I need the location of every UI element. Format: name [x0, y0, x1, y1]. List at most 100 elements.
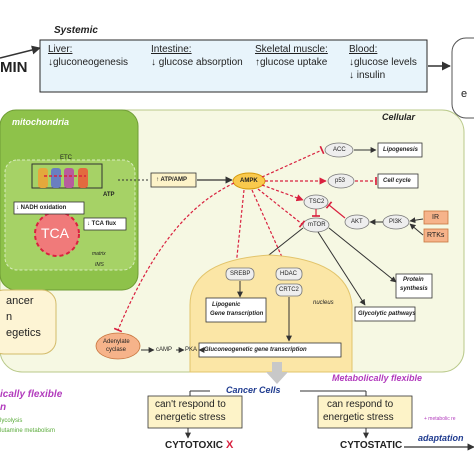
- etc-complex-1: [38, 168, 48, 188]
- mtor-to-glycolytic-arrow: [317, 231, 366, 306]
- metab-flexible-left-2: n: [0, 402, 7, 413]
- glycolytic-box: [354, 306, 416, 322]
- blood-effect-2: ↓ insulin: [349, 70, 386, 81]
- akt-node: [344, 214, 370, 230]
- akt-to-tsc2-inhibit: [325, 201, 346, 219]
- akt-label: AKT: [351, 219, 363, 225]
- cell-cycle-box: [377, 173, 419, 189]
- left-small-1: lycolysis: [0, 418, 23, 424]
- acc-label: ACC: [333, 147, 346, 153]
- ampk-to-mtor-inhibit: [257, 188, 306, 228]
- left-small-2: lutamine metabolism: [0, 428, 56, 434]
- nadh-label: ↓ NADH oxidation: [16, 205, 67, 211]
- cytotoxic-label: CYTOTOXIC: [165, 440, 223, 451]
- down-arrow-head: [266, 372, 288, 384]
- liver-label: Liver:: [48, 44, 73, 55]
- pka-label: PKA: [185, 347, 198, 353]
- can-respond-line-2: energetic stress: [323, 412, 394, 423]
- right-outcome-box-partial: [451, 37, 474, 119]
- tca-label: TCA: [41, 225, 69, 241]
- intestine-effect: ↓ glucose absorption: [151, 57, 243, 68]
- can-respond-line-1: can respond to: [327, 399, 394, 410]
- gluconeogenic-label: Gluconeogenetic gene transcription: [204, 347, 307, 353]
- p53-label: p53: [335, 178, 346, 184]
- lipogenic-label-1: Lipogenic: [212, 302, 241, 308]
- metabolic-fragment: + metabolic re: [424, 416, 456, 422]
- cell-cycle-label: Cell cycle: [383, 178, 411, 184]
- systemic-title: Systemic: [54, 25, 98, 36]
- systemic-box: [39, 39, 428, 93]
- can-respond-box: [317, 395, 413, 429]
- srebp-node: [225, 267, 255, 281]
- atp-label: ATP: [103, 192, 115, 198]
- blood-label: Blood:: [349, 44, 378, 55]
- liver-effect: ↓gluconeogenesis: [48, 57, 129, 68]
- adenylate-label-2: cyclase: [106, 347, 127, 353]
- down-arrow-body: [272, 362, 282, 372]
- protein-label-1: Protein: [403, 277, 424, 283]
- lipogenesis-box: [377, 142, 423, 158]
- left-title: MIN: [0, 59, 28, 76]
- hdac-node: [275, 267, 303, 281]
- cytotoxic-x-mark: X: [226, 439, 234, 451]
- etc-complex-2: [51, 168, 61, 188]
- adaptation-label: adaptation: [418, 433, 464, 443]
- cancer-cells-label: Cancer Cells: [226, 385, 281, 395]
- srebp-label: SREBP: [230, 271, 251, 277]
- lipogenesis-label: Lipogenesis: [383, 147, 419, 153]
- left-box-line-2: n: [6, 311, 13, 323]
- intestine-label: Intestine:: [151, 44, 192, 55]
- ampk-label: AMPK: [240, 178, 258, 184]
- glycolytic-label: Glycolytic pathways: [358, 311, 416, 317]
- crtc2-node: [275, 283, 303, 297]
- lipogenic-label-2: Gene transcription: [210, 311, 264, 317]
- left-box-line-1: ancer: [6, 295, 34, 307]
- cant-respond-line-2: energetic stress: [155, 412, 226, 423]
- etc-label: ETC: [60, 155, 72, 161]
- atp-amp-label: ↑ ATP/AMP: [156, 177, 187, 183]
- etc-complex-3: [64, 168, 74, 188]
- atp-amp-box: [150, 172, 197, 188]
- adenylate-label-1: Adenylate: [103, 339, 130, 345]
- lipogenic-box: [205, 297, 267, 323]
- ampk-to-tsc2-arrow: [261, 184, 304, 202]
- ampk-to-acc-inhibit: [261, 145, 325, 178]
- tca-cycle: [34, 211, 80, 257]
- crtc2-label: CRTC2: [279, 287, 299, 293]
- metab-flexible-label: Metabolically flexible: [332, 373, 423, 383]
- ampk-to-hdac-inhibit: [251, 189, 291, 269]
- mtor-label: mTOR: [308, 222, 326, 228]
- left-cancer-box: [0, 289, 57, 355]
- ir-to-pi3k-arrow: [409, 217, 424, 224]
- rtks-label: RTKs: [427, 232, 445, 239]
- rtks-box: [423, 228, 449, 243]
- camp-label: cAMP: [156, 347, 173, 353]
- metab-flexible-left-1: ically flexible: [0, 389, 63, 400]
- acc-node: [324, 142, 354, 158]
- systemic-right-fragment: e: [461, 88, 468, 100]
- ampk-to-srebp-inhibit: [231, 189, 245, 268]
- nucleus-label: nucleus: [313, 300, 334, 306]
- muscle-effect: ↑glucose uptake: [255, 57, 328, 68]
- ir-label: IR: [432, 214, 439, 221]
- adenylate-cyclase-node: [95, 332, 141, 360]
- ir-box: [423, 210, 449, 225]
- rtks-to-pi3k-arrow: [409, 223, 424, 236]
- top-left-arrow: [0, 45, 41, 59]
- muscle-label: Skeletal muscle:: [255, 44, 328, 55]
- cant-respond-box: [147, 395, 243, 429]
- cant-respond-line-1: can't respond to: [155, 399, 226, 410]
- tca-flux-label: ↓ TCA flux: [87, 221, 117, 227]
- left-box-line-3: egetics: [6, 327, 41, 339]
- cellular-title: Cellular: [382, 112, 416, 122]
- tsc2-label: TSC2: [309, 199, 325, 205]
- tca-flux-box: [83, 217, 127, 231]
- blood-effect-1: ↓glucose levels: [349, 57, 417, 68]
- etc-complex-4: [78, 168, 88, 188]
- pi3k-label: PI3K: [389, 219, 403, 225]
- mtor-to-protein-arrow: [328, 227, 397, 283]
- p53-node: [327, 173, 355, 189]
- nadh-box: [13, 201, 85, 215]
- protein-synthesis-box: [395, 273, 433, 299]
